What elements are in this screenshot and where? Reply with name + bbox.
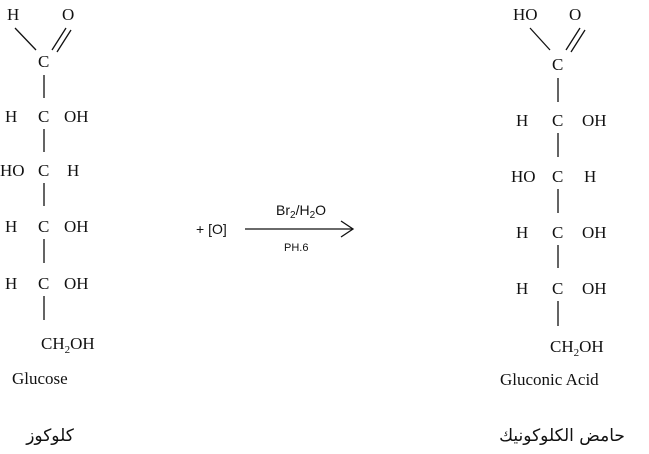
glucose-c2: C — [38, 107, 49, 126]
oxidant-label: + [O] — [196, 221, 227, 237]
gluconic-c5: C — [552, 279, 563, 298]
gluconic-acid-name: Gluconic Acid — [500, 370, 599, 389]
gluconic-double-bond-a — [565, 27, 581, 51]
gluconic-c2-left: H — [516, 111, 528, 130]
glucose-double-bond-a — [51, 27, 67, 51]
gluconic-c6: CH2OH — [550, 337, 604, 359]
gluconic-c5-right: OH — [582, 279, 607, 298]
glucose-structure: H O C H C OH HO C H H C OH H C OH CH2OH … — [0, 5, 95, 446]
glucose-aldehyde-o: O — [62, 5, 74, 24]
gluconic-c2-right: OH — [582, 111, 607, 130]
glucose-c4-left: H — [5, 217, 17, 236]
gluconic-oh-bond — [529, 27, 551, 51]
gluconic-carboxyl-oh: HO — [513, 5, 538, 24]
gluconic-c5-left: H — [516, 279, 528, 298]
gluconic-c3-right: H — [584, 167, 596, 186]
gluconic-c3: C — [552, 167, 563, 186]
glucose-c4-right: OH — [64, 217, 89, 236]
condition-label: PH.6 — [284, 242, 308, 254]
glucose-aldehyde-h: H — [7, 5, 19, 24]
glucose-c3-right: H — [67, 161, 79, 180]
gluconic-acid-name-arabic: حامض الكلوكونيك — [499, 426, 625, 446]
reaction-arrow-group: + [O] Br2/H2O PH.6 — [196, 202, 355, 254]
glucose-c5-right: OH — [64, 274, 89, 293]
glucose-c2-left: H — [5, 107, 17, 126]
glucose-double-bond-b — [56, 29, 72, 53]
gluconic-c4-left: H — [516, 223, 528, 242]
glucose-c3: C — [38, 161, 49, 180]
glucose-h-bond — [14, 27, 37, 51]
gluconic-carboxyl-o: O — [569, 5, 581, 24]
glucose-c2-right: OH — [64, 107, 89, 126]
glucose-name: Glucose — [12, 369, 68, 388]
gluconic-acid-structure: HO O C H C OH HO C H H C OH H C OH CH2OH… — [499, 5, 625, 446]
reagent-label: Br2/H2O — [276, 202, 326, 221]
gluconic-double-bond-b — [570, 29, 586, 53]
gluconic-c3-left: HO — [511, 167, 536, 186]
gluconic-c1: C — [552, 55, 563, 74]
glucose-c5-left: H — [5, 274, 17, 293]
reaction-arrowhead-icon — [340, 220, 355, 238]
glucose-c4: C — [38, 217, 49, 236]
gluconic-c4: C — [552, 223, 563, 242]
glucose-name-arabic: كلوكوز — [25, 426, 74, 446]
glucose-c3-left: HO — [0, 161, 25, 180]
glucose-c1: C — [38, 52, 49, 71]
glucose-c6: CH2OH — [41, 334, 95, 356]
gluconic-c4-right: OH — [582, 223, 607, 242]
gluconic-c2: C — [552, 111, 563, 130]
glucose-c5: C — [38, 274, 49, 293]
